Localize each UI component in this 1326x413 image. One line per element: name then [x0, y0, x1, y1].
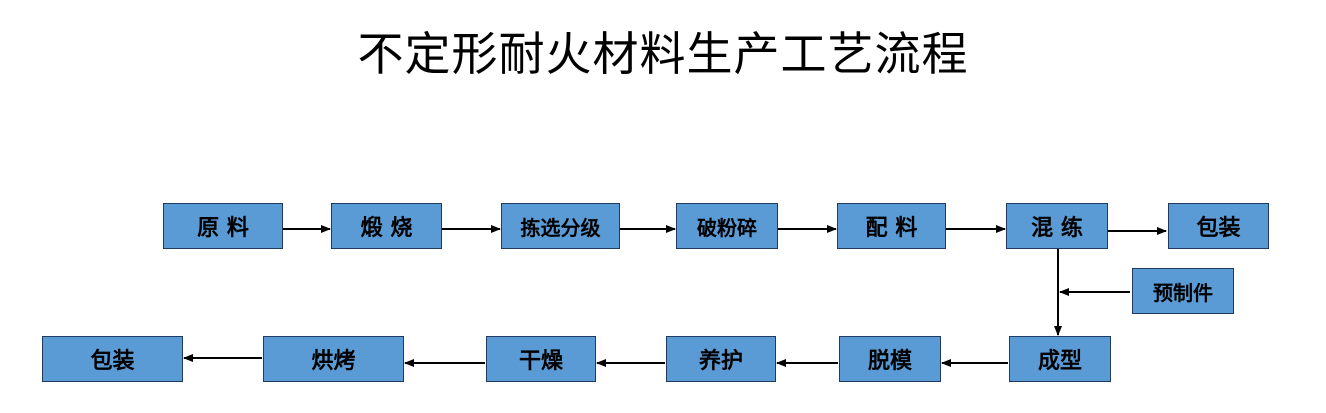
node-baking: 烘烤 [263, 336, 404, 382]
node-mixing: 混 练 [1006, 203, 1108, 249]
node-sort-grade: 拣选分级 [501, 203, 620, 249]
node-drying: 干燥 [486, 336, 596, 382]
node-calcine: 煅 烧 [331, 203, 442, 249]
node-batching: 配 料 [837, 203, 946, 249]
node-raw-material: 原 料 [163, 203, 283, 249]
node-demolding: 脱模 [839, 336, 941, 382]
node-precast: 预制件 [1132, 268, 1234, 314]
diagram-title: 不定形耐火材料生产工艺流程 [357, 27, 969, 81]
node-curing: 养护 [666, 336, 776, 382]
node-forming: 成型 [1009, 336, 1111, 382]
node-packing-top: 包装 [1168, 203, 1269, 249]
node-packing-bottom: 包装 [42, 336, 183, 382]
node-crush: 破粉碎 [676, 203, 778, 249]
